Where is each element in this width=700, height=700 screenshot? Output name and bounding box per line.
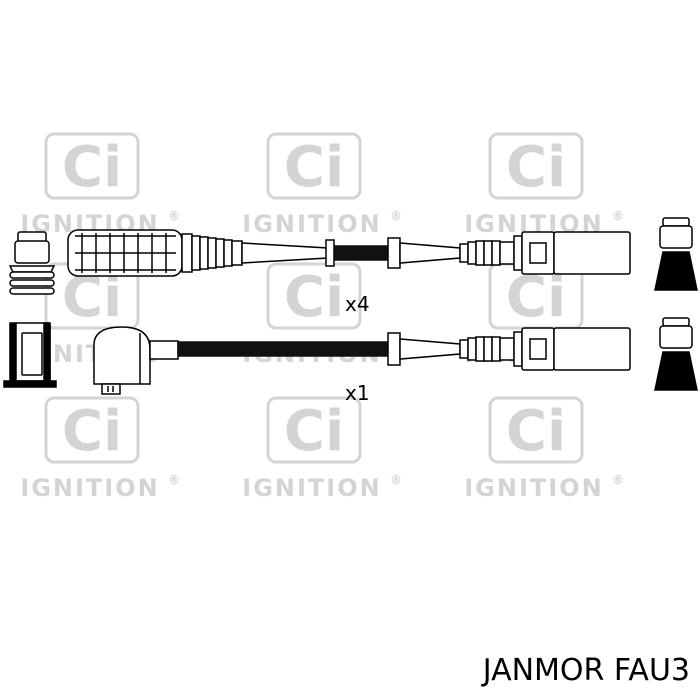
plug-boot-lead (8, 217, 698, 295)
left-terminal-top (8, 231, 56, 295)
lead-cable-1 (329, 245, 391, 261)
watermark-registered-mark: ® (612, 209, 624, 223)
angled-boot (93, 326, 179, 395)
watermark-badge (44, 396, 140, 464)
quantity-label-x1: x1 (345, 381, 370, 405)
watermark-brand-word: IGNITION (20, 474, 159, 502)
quantity-label-x4: x4 (345, 292, 370, 316)
watermark-badge (266, 396, 362, 464)
watermark-logo-letters: Ci (62, 135, 122, 200)
watermark-badge (488, 132, 584, 200)
watermark-registered-mark: ® (390, 209, 402, 223)
watermark-badge (488, 396, 584, 464)
lead-cable-2 (177, 341, 391, 357)
watermark-registered-mark: ® (390, 473, 402, 487)
watermark-badge (266, 262, 362, 330)
watermark-brand-word: IGNITION (242, 210, 381, 238)
watermark-logo-letters: Ci (506, 135, 566, 200)
watermark-logo-letters: Ci (62, 399, 122, 464)
right-terminal-2 (654, 317, 698, 391)
watermark-badge (44, 132, 140, 200)
watermark-badge (266, 132, 362, 200)
coil-lead (3, 317, 698, 395)
watermark-logo-letters: Ci (284, 399, 344, 464)
watermark-brand-word: IGNITION (242, 474, 381, 502)
watermark-registered-mark: ® (168, 209, 180, 223)
watermark-grid: CiIGNITION®CiIGNITION®CiIGNITION®CiIGNIT… (20, 132, 624, 502)
part-caption: JANMOR FAU3 (481, 653, 690, 688)
watermark-logo-letters: Ci (506, 399, 566, 464)
right-terminal-1 (654, 217, 698, 291)
plug-boot (67, 229, 329, 277)
watermark-logo-letters: Ci (284, 135, 344, 200)
watermark-registered-mark: ® (168, 473, 180, 487)
watermark-logo-letters: Ci (506, 265, 566, 330)
watermark-logo-letters: Ci (284, 265, 344, 330)
distributor-boot-2 (399, 327, 631, 371)
watermark-brand-word: IGNITION (464, 474, 603, 502)
left-terminal-angled (3, 322, 57, 388)
distributor-boot-1 (399, 231, 631, 275)
watermark-registered-mark: ® (612, 473, 624, 487)
